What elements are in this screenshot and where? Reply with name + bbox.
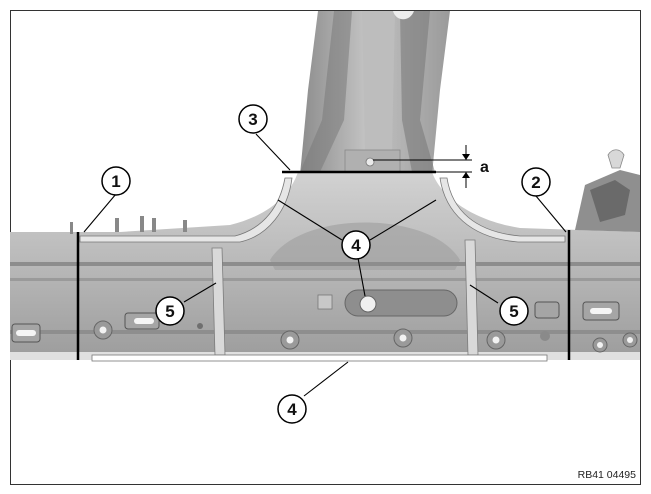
lower-reinforcement-strip [91, 354, 548, 362]
callout-4-lower: 4 [277, 394, 307, 424]
svg-text:5: 5 [509, 302, 518, 321]
svg-text:2: 2 [531, 173, 540, 192]
callout-5-left: 5 [155, 296, 185, 326]
callout-5-right: 5 [499, 296, 529, 326]
callout-4-upper: 4 [341, 230, 371, 260]
svg-text:4: 4 [287, 400, 297, 419]
callout-3: 3 [238, 104, 268, 134]
reference-code: RB41 04495 [578, 469, 637, 481]
svg-text:3: 3 [248, 110, 257, 129]
rear-bracket [575, 149, 640, 232]
svg-text:4: 4 [351, 236, 361, 255]
svg-text:5: 5 [165, 302, 174, 321]
b-pillar [300, 11, 450, 175]
dimension-a [373, 145, 472, 188]
dimension-label: a [480, 159, 489, 176]
svg-text:1: 1 [111, 172, 120, 191]
callout-1: 1 [101, 166, 131, 196]
leader-lines [83, 133, 567, 397]
callout-2: 2 [521, 167, 551, 197]
